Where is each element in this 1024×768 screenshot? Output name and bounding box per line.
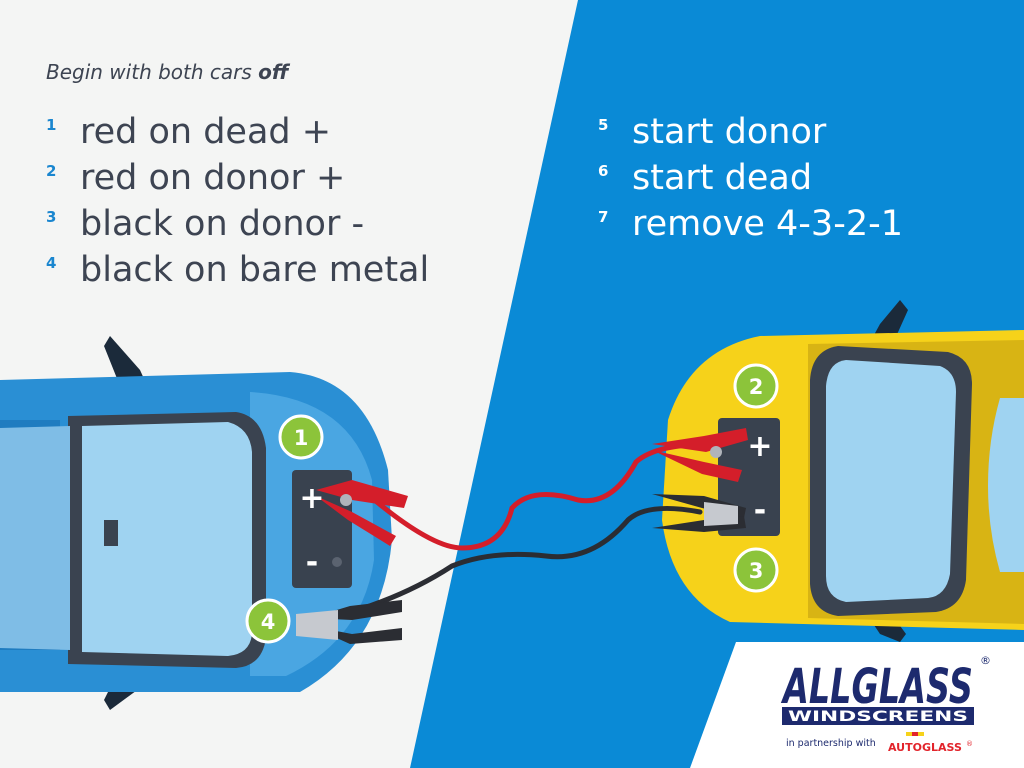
logo-partner-reg: ®: [966, 740, 973, 748]
allglass-logo: ALLGLASS ® WINDSCREENS in partnership wi…: [690, 642, 1024, 768]
logo-partner-prefix: in partnership with: [786, 738, 876, 749]
step-item: 7 remove 4-3-2-1: [598, 204, 903, 250]
dead-car-windscreen-glass: [82, 422, 252, 656]
step-number: 3: [46, 208, 57, 226]
svg-text:3: 3: [749, 559, 764, 583]
svg-text:4: 4: [261, 610, 276, 634]
dead-car-wiper-mount: [104, 520, 118, 546]
step-item: 6 start dead: [598, 158, 903, 204]
dead-car-plus-terminal: +: [299, 481, 324, 516]
step-number: 2: [46, 162, 57, 180]
black-jumper-cable: [327, 505, 703, 621]
dead-car-battery-cap: [332, 557, 342, 567]
steps-list-left: 1 red on dead + 2 red on donor + 3 black on…: [46, 112, 429, 296]
logo-partner: AUTOGLASS: [888, 741, 962, 754]
step-marker-4: 4: [245, 598, 291, 644]
step-number: 4: [46, 254, 57, 272]
donor-car-minus-terminal: -: [754, 493, 766, 528]
intro-emphasis: off: [258, 60, 289, 84]
logo-reg-mark: ®: [980, 654, 991, 667]
step-number: 6: [598, 162, 609, 180]
dead-car-minus-terminal: -: [306, 545, 318, 580]
black-clamp-donor-minus: [652, 494, 746, 532]
step-text: black on donor -: [80, 204, 365, 244]
logo-panel: [690, 642, 1024, 768]
step-text: red on donor +: [80, 158, 346, 198]
step-number: 7: [598, 208, 609, 226]
intro-text: Begin with both cars off: [46, 60, 289, 84]
logo-brand: ALLGLASS: [780, 659, 973, 715]
step-item: 4 black on bare metal: [46, 250, 429, 296]
step-item: 1 red on dead +: [46, 112, 429, 158]
step-number: 5: [598, 116, 609, 134]
logo-sub: WINDSCREENS: [788, 709, 968, 725]
donor-car-plus-terminal: +: [747, 429, 772, 464]
step-text: start dead: [632, 158, 813, 198]
black-clamp-bare-metal: [296, 600, 402, 644]
step-marker-3: 3: [733, 547, 779, 593]
steps-list-right: 5 start donor 6 start dead 7 remove 4-3-2-1: [598, 112, 903, 250]
step-item: 5 start donor: [598, 112, 903, 158]
svg-text:1: 1: [294, 426, 309, 450]
logo-sub-bar: [782, 707, 974, 725]
step-text: red on dead +: [80, 112, 332, 152]
step-text: start donor: [632, 112, 827, 152]
donor-car-windscreen-glass: [826, 360, 956, 602]
intro-prefix: Begin with both cars: [46, 60, 259, 84]
donor-car-rear-glass: [988, 398, 1024, 572]
dead-car: [0, 336, 392, 710]
red-jumper-cable: [369, 441, 715, 551]
svg-text:2: 2: [749, 375, 764, 399]
dead-car-roof-glass: [0, 426, 70, 650]
step-text: black on bare metal: [80, 250, 430, 290]
autoglass-flag-icon: [906, 732, 924, 736]
step-text: remove 4-3-2-1: [632, 204, 903, 244]
step-number: 1: [46, 116, 57, 134]
step-item: 3 black on donor -: [46, 204, 429, 250]
red-clamp-donor-plus: [652, 428, 748, 482]
step-marker-1: 1: [278, 414, 324, 460]
step-item: 2 red on donor +: [46, 158, 429, 204]
step-marker-2: 2: [733, 363, 779, 409]
red-clamp-dead-plus: [316, 480, 408, 546]
